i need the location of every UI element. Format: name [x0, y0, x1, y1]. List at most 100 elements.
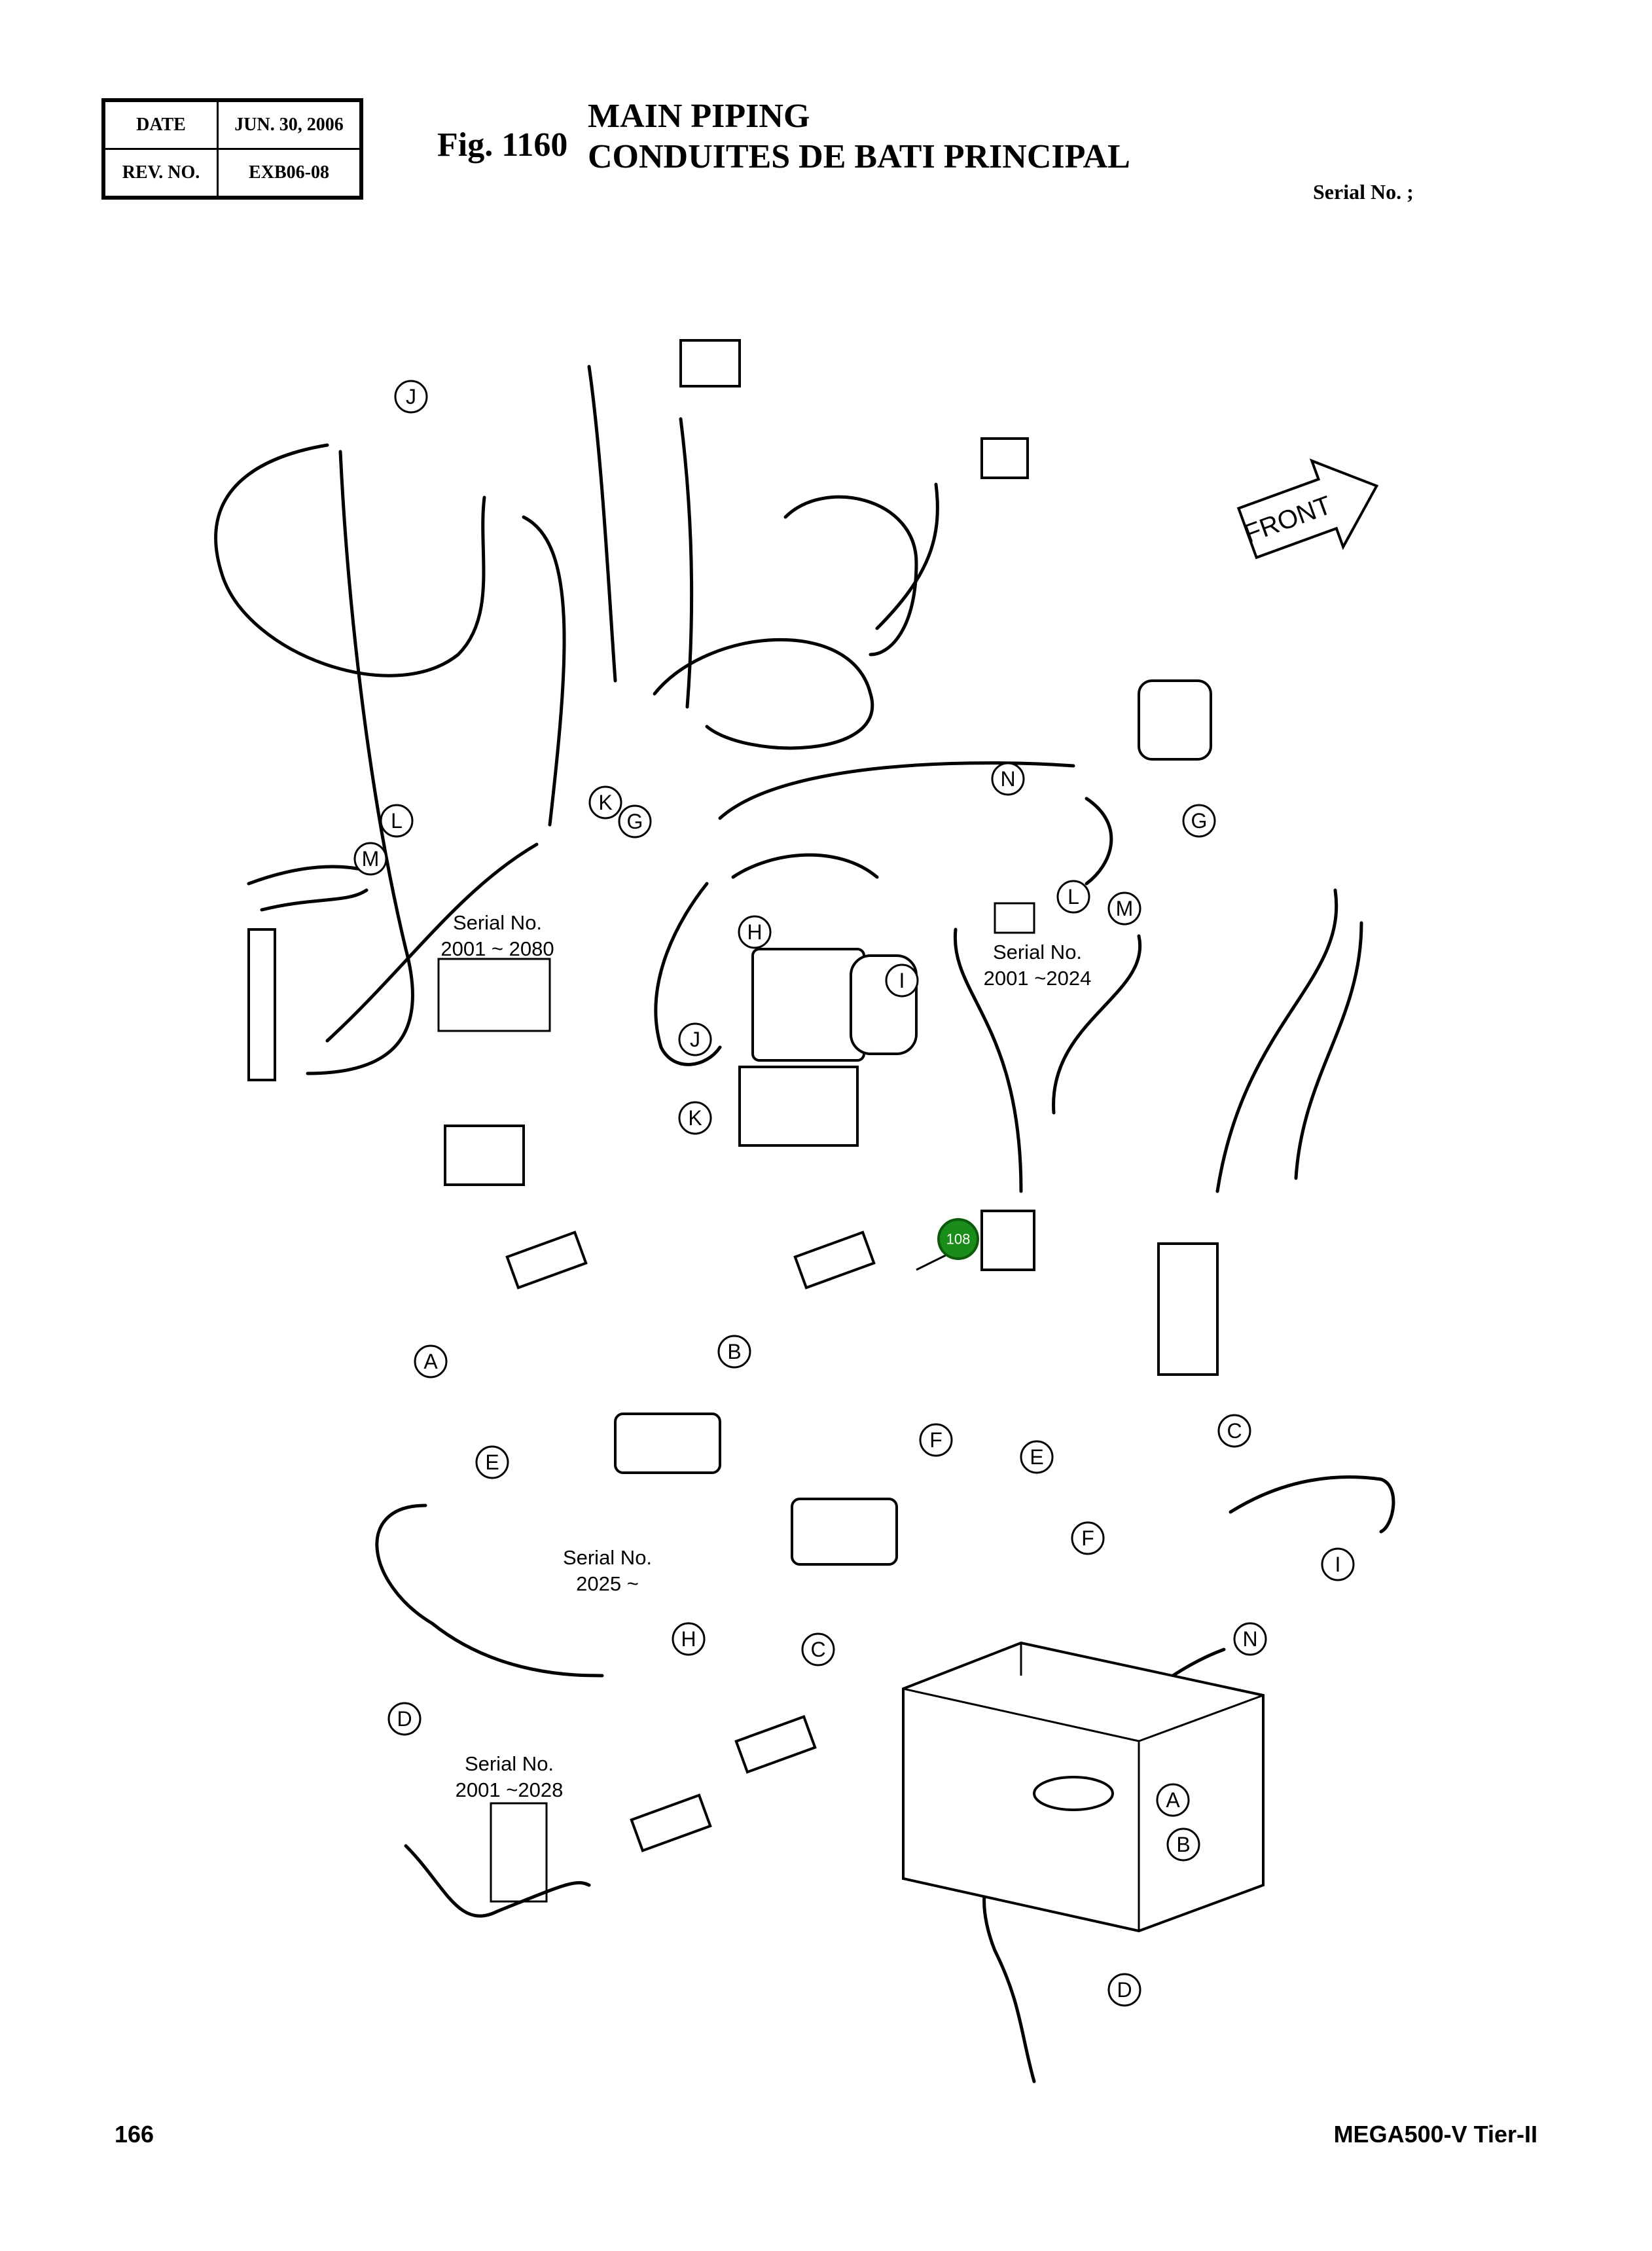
serial-note-1-box [437, 958, 551, 1032]
control-valve-right [1138, 679, 1212, 761]
callout-b-center: B [717, 1335, 751, 1369]
hoses [214, 365, 1395, 2083]
svg-text:M: M [1116, 897, 1134, 920]
date-value: JUN. 30, 2006 [217, 99, 363, 150]
callout-108-highlight[interactable]: 108 [916, 1218, 979, 1271]
bracket-left [444, 1125, 525, 1186]
svg-text:D: D [397, 1707, 412, 1731]
hose-n [718, 761, 1075, 820]
hose-tube-b [793, 1231, 876, 1289]
hose-right-gl [1085, 797, 1113, 886]
hose-top-left-loop [214, 443, 486, 677]
title-french: CONDUITES DE BATI PRINCIPAL [588, 138, 1130, 175]
svg-text:N: N [1242, 1627, 1257, 1651]
callout-g-top: G [618, 804, 652, 838]
serial-note-1-line1: Serial No. [453, 911, 542, 934]
svg-text:L: L [391, 809, 403, 833]
svg-text:A: A [423, 1350, 438, 1373]
callout-l-right: L [1056, 880, 1090, 914]
manifold-block-right [1157, 1242, 1219, 1376]
serial-note-3: Serial No. 2025 ~ [563, 1546, 652, 1595]
callout-d-left: D [387, 1702, 422, 1736]
svg-text:M: M [362, 847, 380, 871]
valve-block-top [679, 339, 741, 387]
svg-text:E: E [1030, 1445, 1043, 1469]
callout-m-left: M [353, 842, 387, 876]
callout-j-pump: J [678, 1022, 712, 1056]
svg-text:G: G [1191, 809, 1208, 833]
hose-tube-c [734, 1715, 817, 1774]
svg-text:C: C [1227, 1419, 1242, 1443]
callout-a-left: A [414, 1344, 448, 1378]
svg-text:D: D [1117, 1978, 1132, 2002]
hose-upper-right-2 [875, 482, 939, 630]
date-label: DATE [102, 99, 219, 150]
callout-c-right: C [1217, 1414, 1251, 1448]
callout-h-bottom: H [672, 1622, 706, 1656]
callout-m-right: M [1107, 891, 1141, 926]
svg-text:K: K [598, 791, 612, 814]
serial-note-4: Serial No. 2001 ~2028 [456, 1752, 563, 1903]
page-number: 166 [115, 2121, 154, 2148]
serial-header: Serial No. ; [1313, 180, 1414, 204]
callout-108-label: 108 [946, 1231, 971, 1248]
hose-long-vertical [306, 450, 414, 1075]
bracket-plate [738, 1066, 859, 1147]
callout-g-right: G [1182, 804, 1216, 838]
rev-value: EXB06-08 [217, 148, 363, 199]
svg-text:E: E [485, 1450, 499, 1474]
svg-text:J: J [406, 385, 416, 408]
hose-left-e [375, 1504, 604, 1678]
hose-k [325, 842, 539, 1043]
pipe-right-i [1229, 1475, 1395, 1534]
fuel-tank-edge-2 [903, 1687, 1140, 1742]
tank-port [1033, 1776, 1114, 1811]
left-pipes [247, 928, 276, 1081]
svg-text:H: H [681, 1627, 696, 1651]
svg-text:G: G [627, 810, 643, 833]
serial-note-4-box [490, 1802, 548, 1903]
svg-text:L: L [1068, 885, 1079, 909]
svg-text:H: H [747, 920, 762, 944]
callout-e-left: E [475, 1445, 509, 1479]
callout-i-pump: I [885, 963, 919, 998]
serial-note-1: Serial No. 2001 ~ 2080 [437, 911, 554, 1032]
serial-note-2-box [994, 902, 1035, 934]
serial-note-4-line1: Serial No. [465, 1752, 554, 1775]
rev-label: REV. NO. [102, 148, 219, 199]
callout-f-right: F [1071, 1521, 1105, 1555]
callout-n-top: N [991, 762, 1025, 796]
svg-text:F: F [1081, 1526, 1094, 1550]
svg-text:I: I [899, 969, 905, 992]
svg-text:A: A [1166, 1788, 1180, 1812]
serial-note-3-line2: 2025 ~ [576, 1572, 639, 1595]
hose-upper-right [783, 495, 918, 657]
callout-a-tank: A [1156, 1783, 1190, 1817]
callout-k-top: K [588, 785, 622, 819]
hose-tube-a [505, 1231, 588, 1289]
callout-i-right: I [1321, 1547, 1355, 1581]
figure-number: Fig. 1160 [437, 126, 568, 164]
valve-block-upper-right [980, 437, 1029, 479]
hose-tube-d [630, 1793, 712, 1852]
hose-h [654, 882, 722, 1066]
callout-c-bottom: C [801, 1632, 835, 1666]
hose-left-l [260, 888, 368, 912]
svg-text:B: B [1176, 1833, 1190, 1856]
callout-j-top: J [394, 380, 428, 414]
serial-note-2-line1: Serial No. [993, 941, 1082, 963]
hose-center-vertical-1 [587, 365, 617, 683]
model-name: MEGA500-V Tier-II [1333, 2121, 1537, 2148]
hose-right-1 [1215, 888, 1338, 1193]
serial-note-1-line2: 2001 ~ 2080 [440, 937, 554, 960]
fuel-tank-edge-3 [1138, 1694, 1264, 1742]
title-english: MAIN PIPING [588, 98, 810, 135]
callout-l-left: L [380, 804, 414, 838]
serial-note-2-line2: 2001 ~2024 [984, 967, 1092, 990]
svg-text:K: K [688, 1106, 702, 1130]
hose-center-loop [653, 638, 874, 750]
callout-b-tank: B [1166, 1828, 1200, 1862]
main-pump-housing [751, 948, 865, 1062]
serial-note-2: Serial No. 2001 ~2024 [984, 902, 1092, 990]
